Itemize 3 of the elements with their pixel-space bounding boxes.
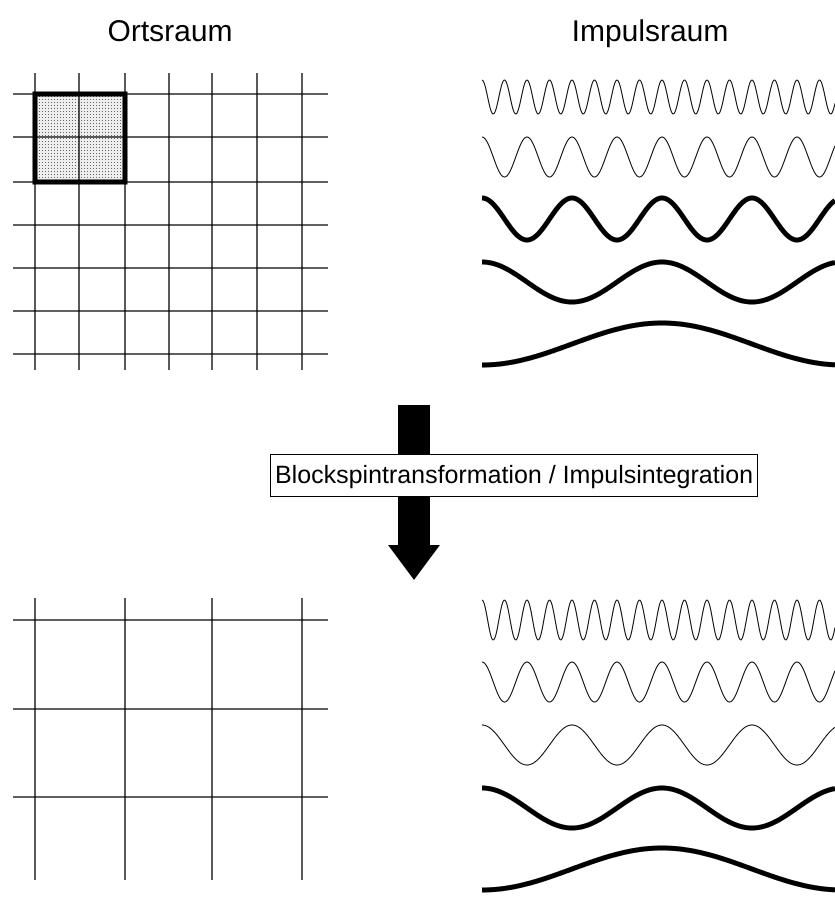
section-heading: Impulsraum (572, 15, 728, 49)
section-heading: Ortsraum (108, 15, 232, 49)
process-label-box: Blockspintransformation / Impulsintegration (270, 454, 758, 497)
